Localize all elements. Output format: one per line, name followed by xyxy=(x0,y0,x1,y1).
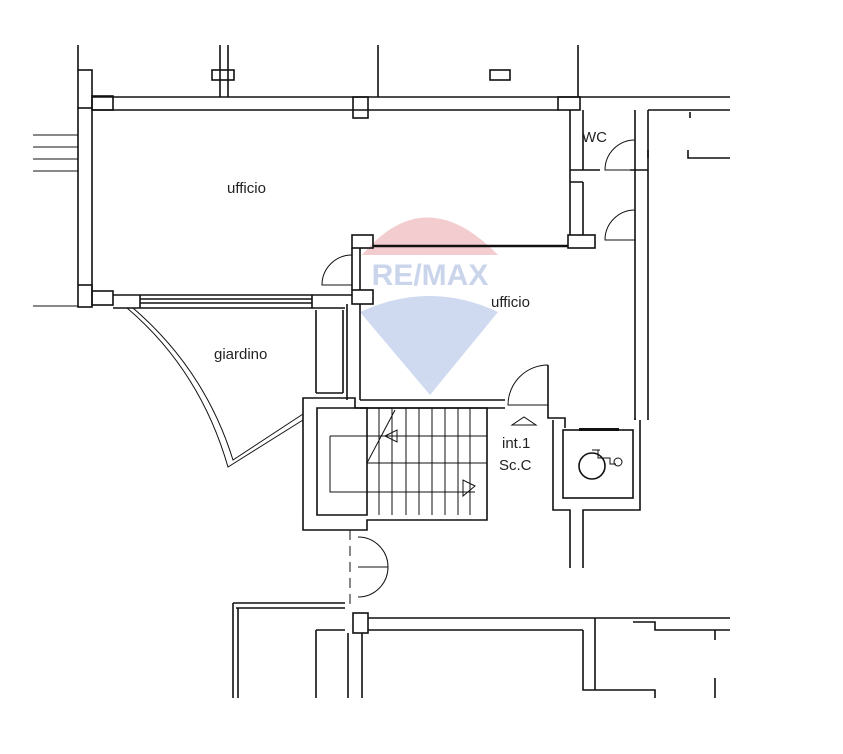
room-label-office-top: ufficio xyxy=(227,180,266,197)
lift xyxy=(552,420,641,568)
wc-room: WC xyxy=(569,110,649,420)
garden: giardino xyxy=(126,307,304,468)
office-partition xyxy=(321,234,596,290)
room-label-wc: WC xyxy=(582,129,607,146)
unit-label: int.1 xyxy=(502,435,530,452)
svg-text:RE/MAX: RE/MAX xyxy=(372,259,489,292)
lower-building-walls xyxy=(232,530,730,698)
staircase: int.1 Sc.C xyxy=(302,397,538,531)
room-label-office-right: ufficio xyxy=(491,294,530,311)
staircase-label: Sc.C xyxy=(499,457,532,474)
stair-treads xyxy=(378,408,471,515)
room-label-garden: giardino xyxy=(214,346,267,363)
left-wall xyxy=(33,69,93,308)
up-triangle-icon xyxy=(510,416,538,426)
upper-building-walls xyxy=(77,45,730,159)
remax-watermark-logo: RE/MAX xyxy=(360,217,498,395)
stair-arrow-icon xyxy=(383,429,398,443)
stair-arrow-icon xyxy=(462,479,476,498)
wheelchair-lift-icon xyxy=(578,449,623,480)
office-top-south-wall xyxy=(91,289,374,309)
